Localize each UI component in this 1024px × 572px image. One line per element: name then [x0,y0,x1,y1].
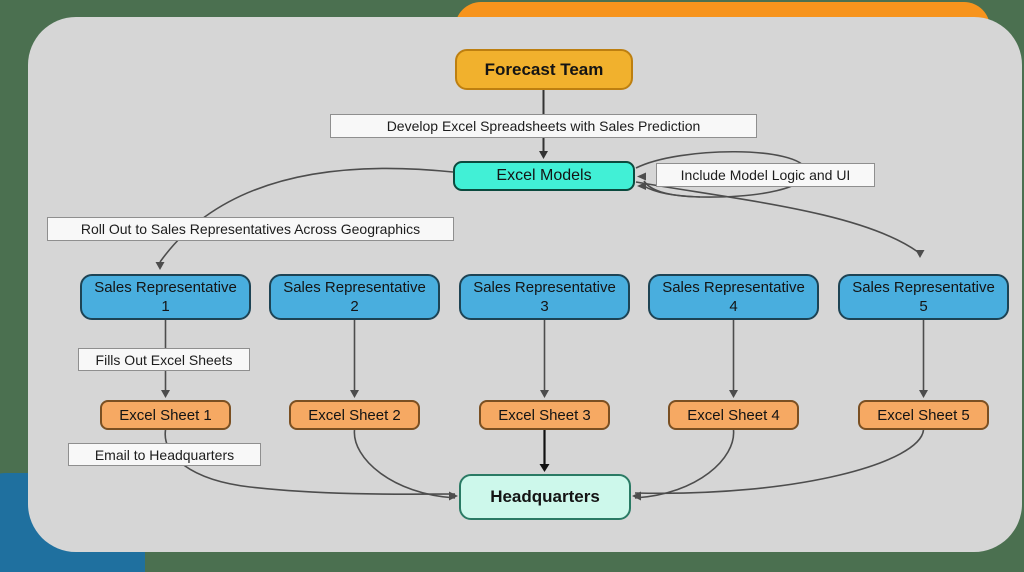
edge-models-self-loop-2 [643,185,701,198]
node-excel-sheet-1: Excel Sheet 1 [100,400,231,430]
arrowhead-models-top [539,151,548,159]
arrowhead-sheet1-top [161,390,170,398]
arrowhead-hq-right [632,491,641,501]
node-excel-sheet-5: Excel Sheet 5 [858,400,989,430]
arrowhead-loop2-into-models [637,182,646,190]
edge-label-email-to-hq: Email to Headquarters [68,443,261,466]
node-sales-rep-1: Sales Representative 1 [80,274,251,320]
edge-models-to-rep5 [635,181,919,253]
edge-models-to-rep1 [159,167,454,263]
edge-label-develop: Develop Excel Spreadsheets with Sales Pr… [330,114,757,138]
edge-label-fills-out: Fills Out Excel Sheets [78,348,250,371]
node-excel-sheet-3: Excel Sheet 3 [479,400,610,430]
node-excel-models: Excel Models [453,161,635,191]
arrowhead-sheet3-top [540,390,549,398]
node-sales-rep-3: Sales Representative 3 [459,274,630,320]
arrowhead-hq-left [449,491,458,501]
arrowhead-sheet5-top [919,390,928,398]
arrowhead-loop-into-models [637,172,646,181]
node-forecast-team: Forecast Team [455,49,633,90]
arrowhead-sheet2-top [350,390,359,398]
arrowhead-hq-top [539,464,550,472]
edge-label-rollout: Roll Out to Sales Representatives Across… [47,217,454,241]
arrowhead-sheet4-top [729,390,738,398]
edge-label-include-model-logic: Include Model Logic and UI [656,163,875,187]
arrowhead-rep5-top [915,250,925,258]
arrowhead-rep1-top [155,262,165,270]
edge-sheet2-to-hq [353,429,456,499]
node-headquarters: Headquarters [459,474,631,520]
node-excel-sheet-2: Excel Sheet 2 [289,400,420,430]
edge-sheet4-to-hq [634,429,735,499]
node-excel-sheet-4: Excel Sheet 4 [668,400,799,430]
edge-sheet5-to-hq [634,429,925,495]
node-sales-rep-5: Sales Representative 5 [838,274,1009,320]
node-sales-rep-4: Sales Representative 4 [648,274,819,320]
node-sales-rep-2: Sales Representative 2 [269,274,440,320]
